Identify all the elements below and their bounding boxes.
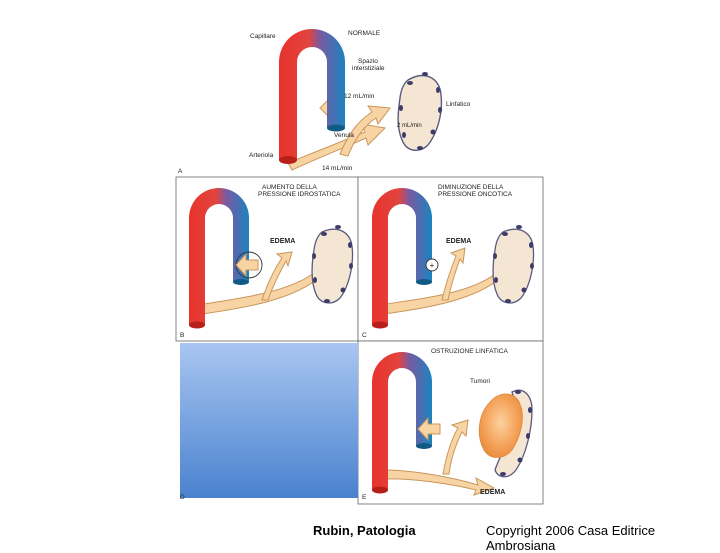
- panel-e-letter: E: [362, 494, 367, 501]
- panel-b-venule-end: [233, 279, 249, 285]
- panel-c-venule-end: [416, 279, 432, 285]
- panel-a-vessel: [279, 29, 345, 160]
- panel-a-title: NORMALE: [348, 30, 381, 37]
- panel-e-vessel-end: [372, 486, 388, 494]
- panel-b-filtration-arrow: [235, 252, 259, 278]
- panel-b-title-1: AUMENTO DELLA: [262, 184, 317, 191]
- panel-e-flow-arrow: [382, 469, 496, 496]
- panel-b-vessel-end: [189, 321, 205, 329]
- vessel-b: [189, 188, 249, 325]
- panel-a-flow-arrow: [287, 123, 387, 171]
- panel-e-edema-label: EDEMA: [480, 489, 505, 496]
- vessel-c: [372, 188, 432, 325]
- edema-diagram: Capillare NORMALE Spazio interstiziale 1…: [175, 29, 544, 505]
- panel-c-title-2: PRESSIONE ONCOTICA: [438, 191, 513, 198]
- panel-e-filtration-arrow: [417, 416, 441, 442]
- venule-label: Venula: [334, 132, 354, 139]
- interstitial-label-2: interstiziale: [352, 65, 385, 72]
- panel-b-reabsorb-arrow: [261, 251, 293, 301]
- inflow-label: 12 mL/min: [344, 93, 375, 100]
- panel-a-lymphatic: [397, 75, 443, 151]
- panel-c-reabsorb-arrow: [441, 247, 466, 301]
- vessel-e: [372, 352, 432, 490]
- panel-e-tumor: [478, 393, 523, 458]
- outflow-label: 14 mL/min: [322, 165, 353, 172]
- copyright-notice: Copyright 2006 Casa Editrice Ambrosiana: [486, 523, 656, 553]
- panel-c-vessel-end: [372, 321, 388, 329]
- panel-b: AUMENTO DELLA PRESSIONE IDROSTATICA EDEM…: [180, 184, 354, 339]
- panel-a-arteriole-end: [279, 156, 297, 164]
- panel-a: Capillare NORMALE Spazio interstiziale 1…: [178, 29, 471, 175]
- capillary-label: Capillare: [250, 33, 276, 40]
- panel-e: OSTRUZIONE LINFATICA Tumori EDEMA E: [362, 348, 533, 501]
- panel-b-title-2: PRESSIONE IDROSTATICA: [258, 191, 341, 198]
- panel-d-letter: D: [180, 494, 185, 501]
- panel-e-venule-end: [416, 443, 432, 449]
- panel-d-blank: [180, 343, 358, 498]
- book-title: Rubin, Patologia: [313, 523, 416, 538]
- arteriole-label: Arteriola: [249, 152, 274, 159]
- panel-c-edema-label: EDEMA: [446, 238, 471, 245]
- panel-a-reabsorb-arrow: [339, 105, 391, 157]
- panel-c-plus-sign: +: [430, 261, 435, 270]
- panel-e-reabsorb-arrow: [442, 419, 469, 475]
- panel-c: + DIMINUZIONE DELLA PRESSIONE ONCOTICA E…: [362, 184, 535, 339]
- panel-b-edema-label: EDEMA: [270, 238, 295, 245]
- panel-a-letter: A: [178, 168, 183, 175]
- panel-b-letter: B: [180, 332, 184, 339]
- lymph-flow-label: 2 mL/min: [397, 123, 422, 129]
- panel-c-edema-circle: [425, 258, 439, 272]
- lymphatic-label: Linfatico: [446, 101, 471, 108]
- panel-c-title-1: DIMINUZIONE DELLA: [438, 184, 504, 191]
- interstitial-label-1: Spazio: [358, 58, 378, 65]
- panel-e-tumor-label: Tumori: [470, 378, 490, 385]
- panel-a-venule-end: [327, 124, 345, 132]
- panel-c-letter: C: [362, 332, 367, 339]
- panel-e-title: OSTRUZIONE LINFATICA: [431, 348, 508, 355]
